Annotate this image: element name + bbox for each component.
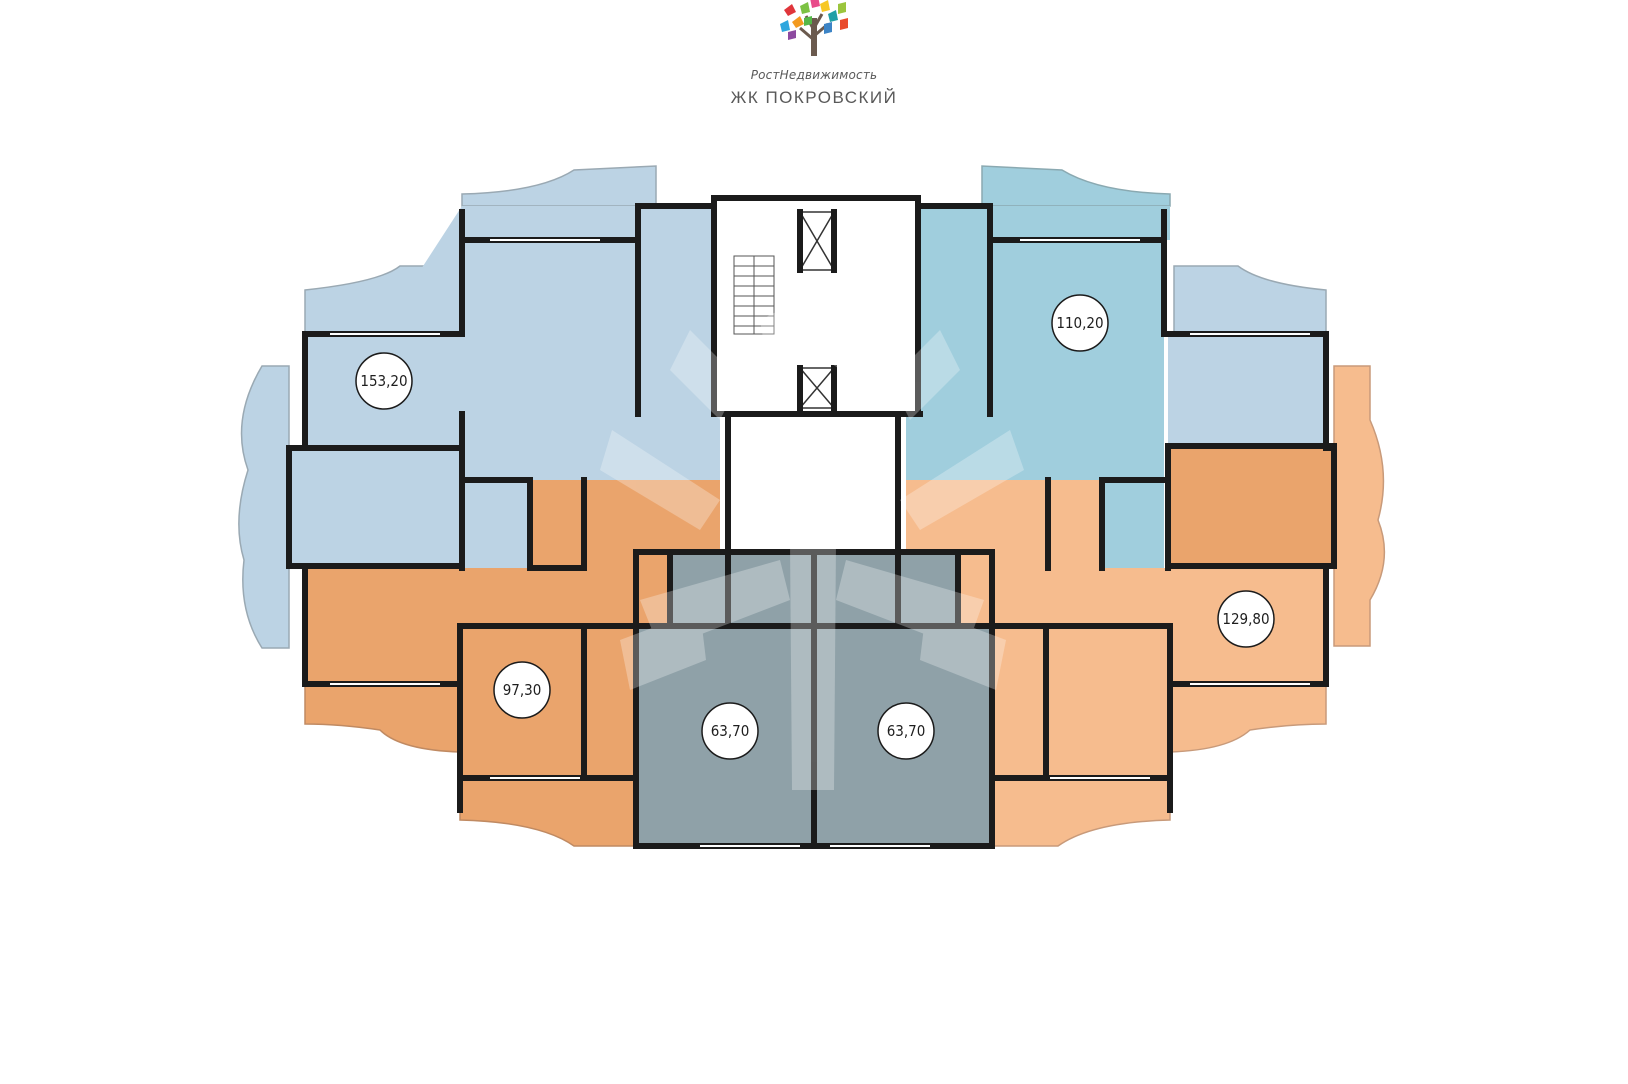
balcony-bottom-left bbox=[304, 683, 461, 753]
apartment-129-room-b bbox=[992, 626, 1170, 778]
apartment-153-room-b bbox=[289, 448, 462, 566]
apartment-153-bath bbox=[462, 480, 530, 568]
apartment-153-room-d bbox=[638, 206, 714, 414]
apartment-97-corridor bbox=[636, 552, 670, 626]
windows bbox=[330, 239, 1310, 847]
balcony-bottom-right bbox=[1169, 683, 1327, 753]
apartment-153-hall bbox=[462, 414, 720, 480]
balcony-right-upper bbox=[1173, 265, 1327, 335]
area-label-apt-153: 153,20 bbox=[360, 372, 407, 390]
area-badge bbox=[355, 352, 413, 410]
area-badge bbox=[493, 661, 551, 719]
staircase-icon bbox=[733, 255, 775, 335]
lift-lobby bbox=[728, 414, 898, 552]
project-name: ЖК ПОКРОВСКИЙ bbox=[730, 88, 898, 107]
area-label-apt-63-left: 63,70 bbox=[711, 722, 750, 740]
apartment-110-room-c bbox=[1168, 334, 1326, 446]
apartment-63-left-top bbox=[670, 552, 814, 626]
tree-watermark-icon bbox=[600, 300, 1024, 790]
apartment-153-room-c bbox=[462, 240, 638, 414]
area-badge bbox=[877, 702, 935, 760]
balcony-left-side bbox=[238, 365, 290, 649]
apartment-110-bath bbox=[1102, 480, 1164, 568]
area-label-apt-63-right: 63,70 bbox=[887, 722, 926, 740]
tree-logo-icon bbox=[780, 0, 848, 56]
company-name: РостНедвижимость bbox=[750, 68, 878, 82]
balcony-right-side bbox=[1333, 365, 1386, 647]
balcony-top-right bbox=[981, 165, 1171, 207]
apartment-110-hall bbox=[906, 414, 1164, 480]
balcony-bottom-left-2 bbox=[459, 777, 637, 847]
walls bbox=[286, 195, 1337, 849]
area-badge bbox=[1051, 294, 1109, 352]
area-label-apt-129: 129,80 bbox=[1222, 610, 1269, 628]
apartment-110-room-a bbox=[918, 206, 990, 414]
apartment-110-top bbox=[982, 206, 1170, 240]
apartment-129-room-a bbox=[1168, 446, 1334, 568]
apartment-63-right-top bbox=[814, 552, 958, 626]
area-badge bbox=[701, 702, 759, 760]
balcony-bottom-right-2 bbox=[991, 777, 1171, 847]
area-badge bbox=[1217, 590, 1275, 648]
apartment-areas bbox=[289, 206, 1334, 846]
area-labels: 153,20 110,20 97,30 129,80 63,70 63,70 bbox=[355, 294, 1275, 760]
apartment-129-corridor bbox=[958, 552, 992, 626]
balcony-top-left bbox=[461, 165, 657, 207]
area-label-apt-97: 97,30 bbox=[503, 681, 542, 699]
area-label-apt-110: 110,20 bbox=[1056, 314, 1103, 332]
stair-core bbox=[714, 206, 918, 414]
